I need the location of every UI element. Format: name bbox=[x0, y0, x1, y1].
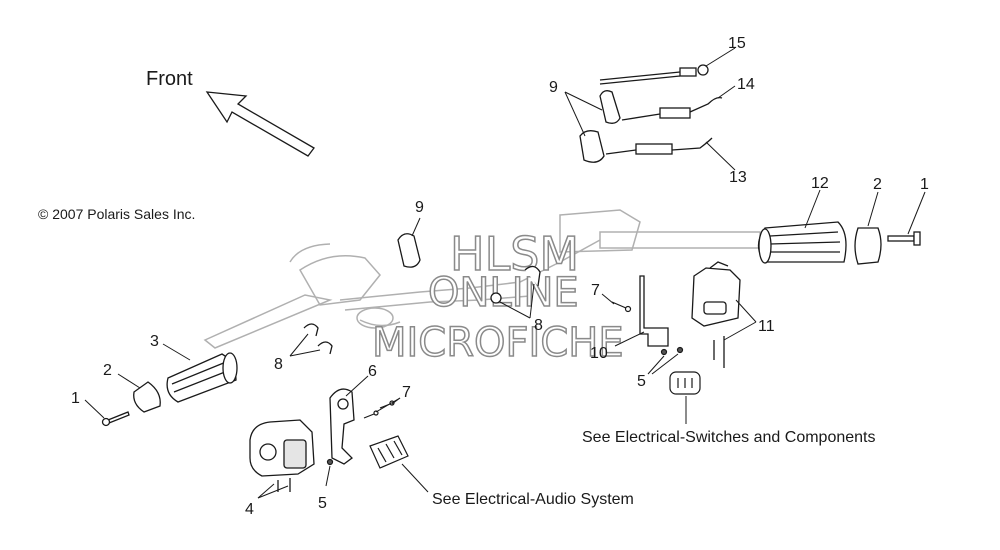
leaders-8-mid bbox=[499, 283, 535, 319]
leaders-left-grip bbox=[84, 343, 191, 419]
bracket-10 bbox=[639, 275, 669, 347]
callout-4: 4 bbox=[245, 501, 254, 518]
callout-11: 11 bbox=[758, 318, 775, 335]
leaders-6-7-left bbox=[345, 375, 401, 413]
leaders-5-right bbox=[647, 353, 679, 375]
leaders-8-left bbox=[289, 333, 321, 357]
callout-8-left: 8 bbox=[274, 356, 283, 373]
leader-7-right bbox=[601, 293, 615, 305]
leader-audio-note bbox=[401, 463, 429, 493]
callout-2-left: 2 bbox=[103, 362, 112, 379]
clip-8-mid bbox=[490, 265, 541, 304]
bracket-6 bbox=[329, 388, 355, 465]
callout-6: 6 bbox=[368, 363, 377, 380]
cable-14 bbox=[621, 96, 723, 121]
callout-13: 13 bbox=[729, 169, 747, 186]
leaders-4-5-left bbox=[257, 465, 331, 499]
callout-14: 14 bbox=[737, 76, 755, 93]
callout-9-mid: 9 bbox=[415, 199, 424, 216]
svg-text:HLSM: HLSM bbox=[450, 227, 579, 281]
screw-7-right bbox=[611, 301, 632, 313]
clips-8-left bbox=[303, 323, 333, 355]
callout-10: 10 bbox=[590, 345, 608, 362]
callout-1-left: 1 bbox=[71, 390, 80, 407]
cable-cover-9-mid bbox=[397, 233, 421, 268]
svg-text:MICROFICHE: MICROFICHE bbox=[372, 320, 624, 366]
right-grip-12 bbox=[757, 221, 847, 264]
svg-text:ONLINE: ONLINE bbox=[428, 270, 579, 316]
callout-5-right: 5 bbox=[637, 373, 646, 390]
cable-cover-9-upper bbox=[579, 90, 621, 163]
callout-3: 3 bbox=[150, 333, 159, 350]
callout-5-left: 5 bbox=[318, 495, 327, 512]
bar-end-2-right bbox=[854, 227, 882, 265]
front-arrow bbox=[205, 91, 315, 157]
callout-12: 12 bbox=[811, 175, 829, 192]
note-audio: See Electrical-Audio System bbox=[432, 491, 634, 508]
note-switches: See Electrical-Switches and Components bbox=[582, 429, 875, 446]
callout-8-mid: 8 bbox=[534, 317, 543, 334]
callout-15: 15 bbox=[728, 35, 746, 52]
leader-9-mid bbox=[411, 217, 421, 237]
callout-7-left: 7 bbox=[402, 384, 411, 401]
screw-1-left bbox=[101, 411, 130, 427]
switch-module-icon bbox=[669, 371, 701, 395]
leaders-upper bbox=[564, 47, 736, 171]
throttle-cable-15 bbox=[599, 64, 709, 85]
nuts-5-right bbox=[660, 346, 684, 356]
nuts-5-left bbox=[326, 458, 334, 466]
callout-1-right: 1 bbox=[920, 176, 929, 193]
screw-1-right bbox=[887, 231, 921, 246]
switch-housing-11 bbox=[691, 261, 741, 368]
callout-2-right: 2 bbox=[873, 176, 882, 193]
cable-13 bbox=[605, 137, 713, 155]
leaders-right-grip bbox=[804, 189, 926, 235]
left-switch-housing-4 bbox=[249, 419, 315, 492]
callout-9-top: 9 bbox=[549, 79, 558, 96]
leaders-11 bbox=[723, 299, 757, 341]
audio-module-icon bbox=[369, 435, 409, 469]
leader-10 bbox=[614, 331, 645, 347]
callout-7-right: 7 bbox=[591, 282, 600, 299]
copyright-text: © 2007 Polaris Sales Inc. bbox=[38, 206, 195, 222]
left-grip-3 bbox=[166, 352, 238, 403]
front-label: Front bbox=[146, 68, 193, 90]
bar-end-2-left bbox=[133, 381, 161, 413]
watermark: HLSM ONLINE MICROFICHE bbox=[371, 226, 624, 367]
